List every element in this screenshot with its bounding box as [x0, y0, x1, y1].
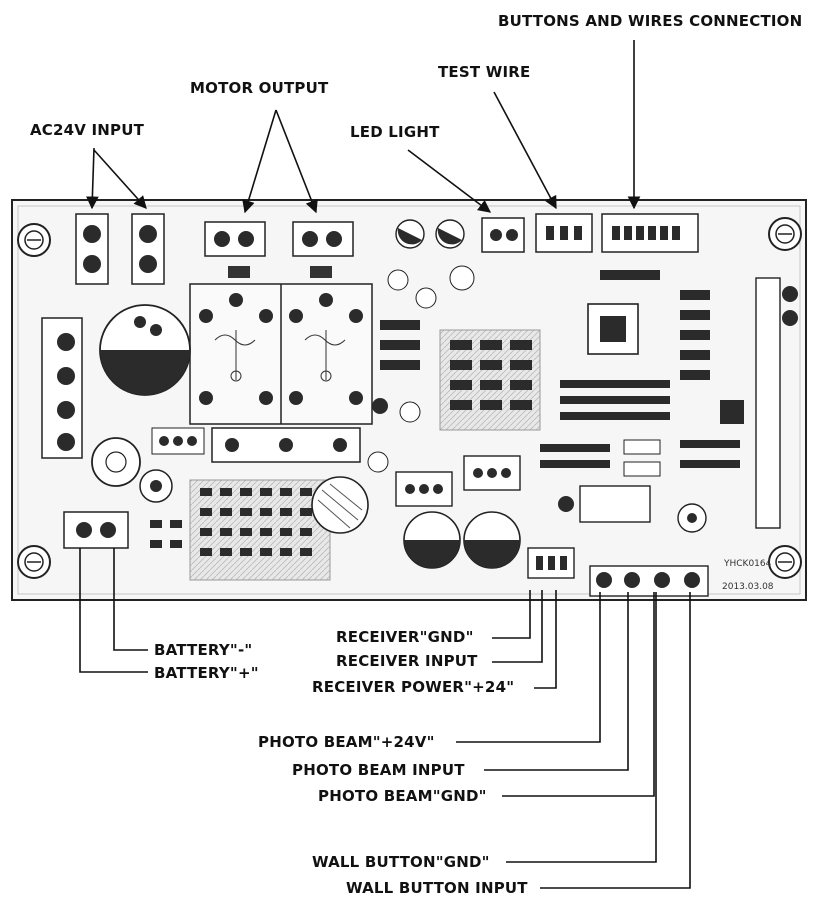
battery-wires — [79, 548, 148, 673]
label-wall-button-gnd: WALL BUTTON"GND" — [312, 853, 490, 871]
label-wall-button-input: WALL BUTTON INPUT — [346, 879, 528, 897]
ac-input-terminal-2 — [131, 213, 165, 285]
motor-output-terminal-1 — [204, 221, 266, 257]
label-receiver-gnd: RECEIVER"GND" — [336, 628, 474, 646]
ac-input-terminal-1 — [75, 213, 109, 285]
fuse-holder — [151, 427, 361, 463]
label-receiver-power: RECEIVER POWER"+24" — [312, 678, 514, 696]
mounting-hole-icon — [17, 545, 51, 579]
receiver-wires — [492, 590, 557, 689]
label-battery-minus: BATTERY"-" — [154, 641, 252, 659]
wall-button-wires — [506, 592, 691, 889]
pcb-board: YHCK0164 2013.03.08 — [11, 199, 807, 601]
label-photo-beam-input: PHOTO BEAM INPUT — [292, 761, 465, 779]
mid-connectors — [367, 398, 521, 507]
board-model: YHCK0164 — [723, 559, 772, 569]
arrow-test-wire — [493, 91, 557, 210]
arrow-led-light — [407, 149, 492, 213]
board-date: 2013.03.08 — [722, 582, 774, 592]
photo-beam-wires — [456, 592, 655, 797]
capacitor-medium — [311, 476, 369, 534]
ic-chip-area — [380, 270, 710, 431]
small-capacitors — [387, 219, 475, 309]
right-side-components — [540, 277, 798, 533]
label-test-wire: TEST WIRE — [438, 63, 530, 81]
label-motor-output: MOTOR OUTPUT — [190, 79, 329, 97]
label-photo-beam-gnd: PHOTO BEAM"GND" — [318, 787, 487, 805]
capacitor-pair — [403, 511, 521, 569]
led-light-connector — [481, 217, 525, 253]
receiver-connector — [527, 547, 575, 579]
wiring-terminal-block — [589, 565, 709, 597]
smd-cluster — [150, 479, 331, 581]
label-led-light: LED LIGHT — [350, 123, 440, 141]
left-connector — [41, 317, 83, 459]
label-buttons-wires-connection: BUTTONS AND WIRES CONNECTION — [498, 12, 802, 30]
mounting-hole-icon — [17, 223, 51, 257]
motor-output-terminal-2 — [292, 221, 354, 257]
mounting-hole-icon — [768, 545, 802, 579]
label-ac24v-input: AC24V INPUT — [30, 121, 145, 139]
test-wire-connector — [535, 213, 593, 253]
capacitor-large — [99, 304, 191, 396]
arrow-ac24v-input — [85, 147, 147, 210]
battery-terminal — [63, 511, 129, 549]
label-battery-plus: BATTERY"+" — [154, 664, 259, 682]
label-photo-beam-power: PHOTO BEAM"+24V" — [258, 733, 435, 751]
arrow-motor-output — [242, 109, 318, 214]
mounting-hole-icon — [768, 217, 802, 251]
inductor — [91, 437, 173, 503]
label-receiver-input: RECEIVER INPUT — [336, 652, 478, 670]
buttons-wires-connector — [601, 213, 699, 253]
relay-block — [189, 283, 373, 425]
